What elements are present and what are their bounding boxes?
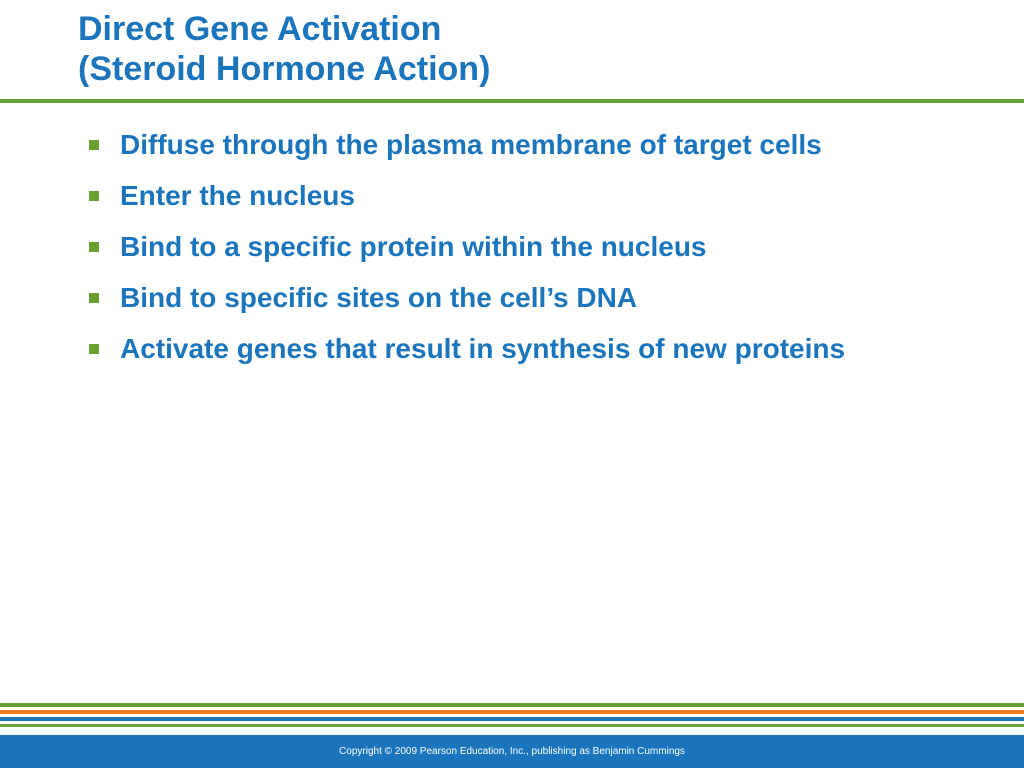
footer-bar: Copyright © 2009 Pearson Education, Inc.… [0,735,1024,768]
square-bullet-icon [89,140,99,150]
bullet-item: Bind to a specific protein within the nu… [86,230,946,264]
bullet-text: Bind to a specific protein within the nu… [120,231,707,262]
slide-title-line-2: (Steroid Hormone Action) [78,50,491,88]
copyright-text: Copyright © 2009 Pearson Education, Inc.… [339,746,685,757]
bullet-list: Diffuse through the plasma membrane of t… [86,128,946,383]
bullet-item: Diffuse through the plasma membrane of t… [86,128,946,162]
slide-title: Direct Gene Activation (Steroid Hormone … [78,9,490,89]
footer-stripes [0,703,1024,727]
bullet-item: Bind to specific sites on the cell’s DNA [86,281,946,315]
footer-stripe-gap [0,721,1024,724]
footer-stripe-green [0,703,1024,707]
square-bullet-icon [89,191,99,201]
bullet-text: Activate genes that result in synthesis … [120,333,846,364]
bullet-text: Bind to specific sites on the cell’s DNA [120,282,638,313]
footer-stripe-gap [0,707,1024,710]
footer-stripe-green [0,724,1024,727]
footer-stripe-blue [0,717,1024,721]
footer-stripe-gap [0,714,1024,717]
bullet-text: Diffuse through the plasma membrane of t… [120,129,822,160]
square-bullet-icon [89,293,99,303]
footer-stripe-orange [0,710,1024,714]
slide-title-line-1: Direct Gene Activation [78,10,442,48]
bullet-item: Enter the nucleus [86,179,946,213]
square-bullet-icon [89,344,99,354]
square-bullet-icon [89,242,99,252]
title-divider [0,99,1024,103]
bullet-item: Activate genes that result in synthesis … [86,332,946,366]
bullet-text: Enter the nucleus [120,180,355,211]
